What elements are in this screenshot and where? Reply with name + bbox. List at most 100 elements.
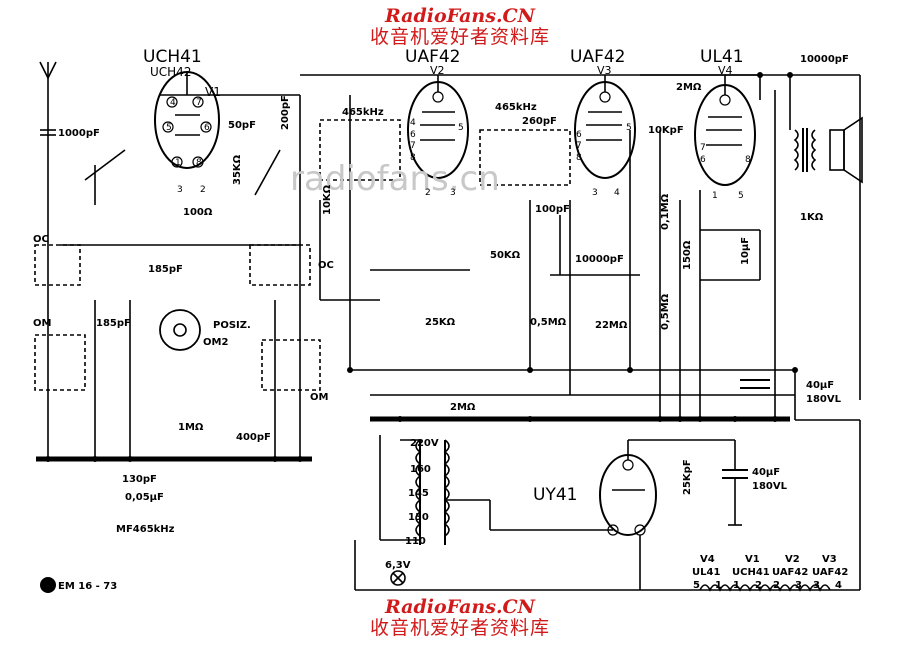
- v1-pin: 5: [166, 123, 172, 133]
- v1-pin: 7: [196, 98, 202, 108]
- v1-pin: 1: [175, 158, 181, 168]
- tube-v3-ref: V3: [597, 64, 612, 77]
- speaker-icon: [829, 116, 863, 184]
- tube-v2-ref: V2: [430, 64, 445, 77]
- label-r-35k: 35KΩ: [232, 154, 243, 185]
- heater-chain: [699, 584, 831, 592]
- tube-uy41-icon: [599, 454, 657, 536]
- heater-ref: V3: [822, 554, 837, 565]
- v2-pin: 8: [410, 153, 416, 163]
- label-r-2m-top: 2MΩ: [676, 82, 702, 93]
- drawing-code: EM 16 - 73: [58, 581, 117, 592]
- label-c-100: 100pF: [535, 204, 570, 215]
- band-switch-icon: [159, 309, 201, 351]
- v4-pin: 1: [712, 191, 718, 201]
- label-r-25k: 25KΩ: [425, 317, 456, 328]
- watermark-footer: RadioFans.CN 收音机爱好者资料库: [0, 597, 920, 639]
- label-om1: OM: [33, 318, 52, 329]
- tube-rect-name: UY41: [533, 485, 577, 505]
- label-c-185: 185pF: [148, 264, 183, 275]
- tube-v2-name: UAF42: [405, 47, 460, 67]
- output-transformer-icon: [793, 128, 817, 172]
- heater-pin: 2: [755, 580, 762, 591]
- heater-pin: 5: [693, 580, 700, 591]
- tube-v3-name: UAF42: [570, 47, 625, 67]
- label-c-10000b: 10000pF: [800, 54, 849, 65]
- label-c-10u: 10μF: [740, 237, 751, 265]
- v2-pin: 3: [450, 188, 456, 198]
- v2-pin: 4: [410, 118, 416, 128]
- v2-pin-labels: 2 3 4 5 6 7 8: [410, 118, 464, 198]
- om-coil-box-right: [261, 339, 321, 391]
- v4-pin: 7: [700, 143, 706, 153]
- heater-tube: UCH41: [732, 567, 770, 578]
- label-om-sw: OM2: [203, 337, 228, 348]
- label-tap-130: 130: [408, 512, 429, 523]
- v1-pin: 6: [204, 123, 210, 133]
- tube-v1-ref: V1: [205, 85, 221, 99]
- label-r-2m-mid: 2MΩ: [450, 402, 476, 413]
- label-c-260: 260pF: [522, 116, 557, 127]
- tube-v4-icon: [694, 84, 756, 186]
- watermark-header: RadioFans.CN 收音机爱好者资料库: [0, 6, 920, 48]
- label-c-25k: 25KpF: [682, 459, 693, 495]
- v4-pin: 5: [738, 191, 744, 201]
- label-if2: 465kHz: [495, 102, 537, 113]
- tube-v1-name: UCH41: [143, 47, 202, 67]
- label-c-185b: 185pF: [96, 318, 131, 329]
- label-c-200: 200pF: [280, 95, 291, 130]
- v4-pin: 6: [700, 155, 706, 165]
- v2-pin: 6: [410, 130, 416, 140]
- heater-chain-labels: UL41 UCH41 UAF42 UAF42 V4 V1 V2 V3 5 1 1…: [692, 554, 848, 591]
- v3-pin: 6: [576, 130, 582, 140]
- label-lamp: 6,3V: [385, 560, 411, 571]
- heater-tube: UL41: [692, 567, 720, 578]
- label-c-50: 50pF: [228, 120, 256, 131]
- label-r-22m: 22MΩ: [595, 320, 628, 331]
- label-r-150: 150Ω: [682, 240, 693, 270]
- tube-v1-alt: UCH42: [150, 65, 191, 79]
- label-c-40b-v: 40μF: [752, 467, 780, 478]
- label-r-01m: 0,1MΩ: [660, 193, 671, 230]
- label-tap-220: 220V: [410, 438, 439, 449]
- label-c-10000a: 10000pF: [575, 254, 624, 265]
- junction-dots: [45, 72, 798, 462]
- label-r-1k: 1KΩ: [800, 212, 824, 223]
- heater-pin: 1: [733, 580, 740, 591]
- heater-pin: 2: [773, 580, 780, 591]
- pilot-lamp-icon: [390, 570, 406, 586]
- heater-ref: V4: [700, 554, 715, 565]
- electrolytic-cap-1: [740, 379, 770, 389]
- watermark-subtitle: 收音机爱好者资料库: [369, 26, 550, 48]
- label-c-400: 400pF: [236, 432, 271, 443]
- watermark-site-footer: RadioFans.CN: [384, 596, 536, 618]
- label-pot: 0,5MΩ: [530, 317, 567, 328]
- v4-pin-labels: 1 5 6 7 8: [700, 143, 751, 201]
- v1-pin: 2: [200, 185, 206, 195]
- v3-pin: 7: [576, 141, 582, 151]
- tube-v4-ref: V4: [718, 64, 733, 77]
- v2-pin: 5: [458, 123, 464, 133]
- label-c-ant: 1000pF: [58, 128, 100, 139]
- heater-ref: V1: [745, 554, 760, 565]
- heater-pin: 4: [835, 580, 842, 591]
- label-tap-160: 160: [410, 464, 431, 475]
- power-transformer-icon: [415, 439, 450, 545]
- label-posiz: POSIZ.: [213, 320, 251, 331]
- v3-pin-labels: 3 4 5 6 7 8: [576, 123, 632, 198]
- v3-pin: 8: [576, 153, 582, 163]
- v1-pin: 8: [196, 158, 202, 168]
- v4-pin: 8: [745, 155, 751, 165]
- tube-v4-name: UL41: [700, 47, 744, 67]
- label-tap-145: 145: [408, 488, 429, 499]
- v2-pin: 7: [410, 141, 416, 151]
- watermark-subtitle-footer: 收音机爱好者资料库: [369, 617, 550, 639]
- label-r-05m: 0,5MΩ: [660, 293, 671, 330]
- oc-coil-box-left: [34, 244, 81, 286]
- if-transformer-2: [479, 129, 571, 186]
- label-if1: 465kHz: [342, 107, 384, 118]
- heater-ref: V2: [785, 554, 800, 565]
- oc-coil-box-right: [249, 244, 311, 286]
- label-c-10k: 10KpF: [648, 125, 684, 136]
